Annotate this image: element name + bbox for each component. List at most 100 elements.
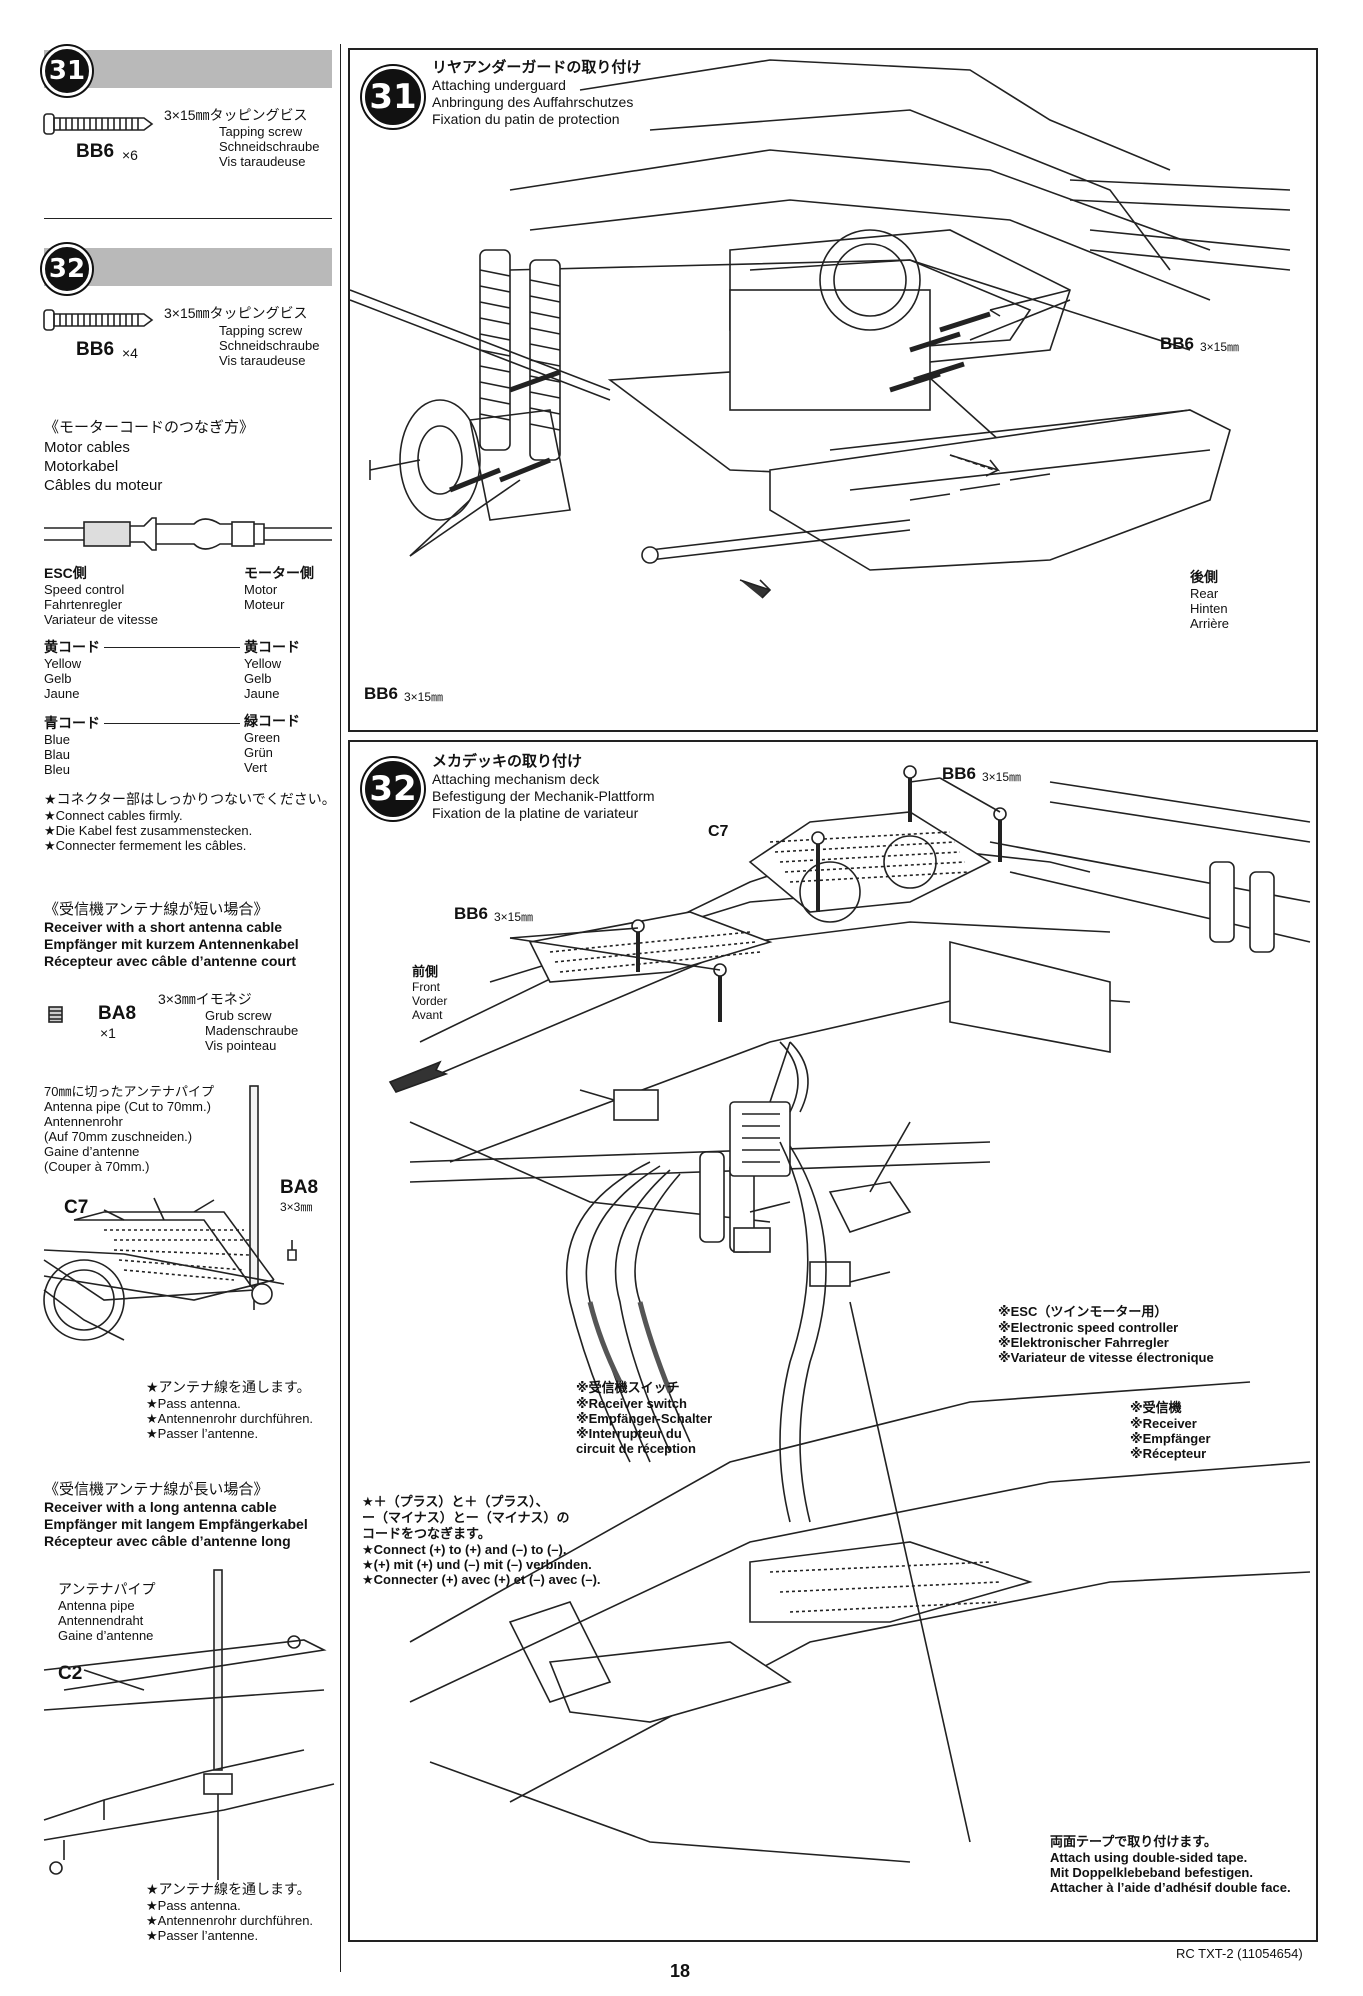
motor-note-de: ★Die Kabel fest zusammenstecken. [44, 823, 253, 838]
yellow-cord-de-left: Gelb [44, 671, 72, 686]
motor-title-fr: Câbles du moteur [44, 477, 163, 494]
motor-title-en: Motor cables [44, 439, 130, 456]
divider [44, 218, 332, 219]
step32-badge: 32 [42, 244, 92, 294]
panel32-title-fr: Fixation de la platine de variateur [432, 805, 639, 821]
tape-note-de: Mit Doppelklebeband befestigen. [1050, 1865, 1253, 1880]
panel32-title-de: Befestigung der Mechanik-Plattform [432, 788, 655, 804]
grub-screw-fr: Vis pointeau [205, 1038, 277, 1053]
blue-cord-jp: 青コード [44, 715, 100, 731]
panel32-front-jp: 前側 [412, 964, 439, 979]
leader-line [104, 723, 240, 724]
grub-screw-icon [48, 1006, 63, 1023]
pass-antenna-jp-1: ★アンテナ線を通します。 [146, 1379, 311, 1395]
mechanism-deck-illustration [388, 765, 1311, 1863]
panel31-bb6-bottom-size: 3×15㎜ [404, 690, 444, 704]
tape-note-jp: 両面テープで取り付けます。 [1050, 1834, 1217, 1849]
panel31-rear-jp: 後側 [1190, 569, 1218, 585]
step32-header-bar [44, 248, 332, 286]
connect-note-en: ★Connect (+) to (+) and (–) to (–). [362, 1542, 567, 1557]
receiver-callout-jp: ※受信機 [1130, 1400, 1182, 1415]
switch-callout-de: ※Empfänger-Schalter [576, 1411, 713, 1426]
panel32-front-en: Front [412, 980, 441, 994]
long-pipe-en: Antenna pipe [58, 1598, 135, 1613]
motor-note-en: ★Connect cables firmly. [44, 808, 183, 823]
antenna-pipe-de1: Antennenrohr [44, 1114, 123, 1129]
step31-part-qty: ×6 [122, 147, 138, 163]
ba8-callout: BA8 [280, 1177, 319, 1198]
green-cord-jp: 緑コード [244, 713, 300, 729]
esc-callout-de: ※Elektronischer Fahrregler [998, 1335, 1169, 1350]
panel31-bb6-right-size: 3×15㎜ [1200, 340, 1240, 354]
panel-step32: 32 メカデッキの取り付け Attaching mechanism deck B… [348, 740, 1318, 1942]
panel31-rear-fr: Arrière [1190, 616, 1230, 631]
leader-line [104, 647, 240, 648]
panel31-title-fr: Fixation du patin de protection [432, 111, 620, 127]
tape-note-fr: Attacher à l’aide d’adhésif double face. [1050, 1880, 1291, 1895]
panel31-title-jp: リヤアンダーガードの取り付け [432, 59, 642, 76]
step32-screw-fr: Vis taraudeuse [219, 353, 306, 368]
yellow-cord-en-right: Yellow [244, 656, 282, 671]
motor-note-fr: ★Connecter fermement les câbles. [44, 838, 247, 853]
yellow-cord-de-right: Gelb [244, 671, 272, 686]
long-antenna-title-jp: 《受信機アンテナ線が長い場合》 [44, 1481, 269, 1498]
esc-callout-jp: ※ESC（ツインモーター用） [998, 1304, 1168, 1319]
panel31-title-de: Anbringung des Auffahrschutzes [432, 94, 634, 110]
motor-connector-illustration [44, 517, 332, 551]
connect-note-jp2: ー（マイナス）とー（マイナス）の [362, 1510, 570, 1525]
motor-motor-en: Motor [244, 582, 278, 597]
long-pipe-fr: Gaine d’antenne [58, 1628, 154, 1643]
pass-antenna-de-2: ★Antennenrohr durchführen. [146, 1913, 314, 1928]
panel32-bb6-left: BB6 [454, 904, 489, 923]
switch-callout-en: ※Receiver switch [576, 1396, 687, 1411]
motor-esc-fr: Variateur de vitesse [44, 612, 158, 627]
panel32-front-fr: Avant [412, 1008, 443, 1022]
long-antenna-title-fr: Récepteur avec câble d’antenne long [44, 1533, 291, 1549]
panel31-bb6-bottom: BB6 [364, 684, 399, 703]
panel31-title-en: Attaching underguard [432, 77, 566, 93]
motor-esc-en: Speed control [44, 582, 125, 597]
panel31-rear-de: Hinten [1190, 601, 1228, 616]
long-antenna-title-en: Receiver with a long antenna cable [44, 1499, 277, 1515]
pass-antenna-fr-1: ★Passer l’antenne. [146, 1426, 259, 1441]
panel32-bb6-top: BB6 [942, 764, 977, 783]
switch-callout-fr1: ※Interrupteur du [576, 1426, 682, 1441]
receiver-callout-fr: ※Récepteur [1130, 1446, 1207, 1461]
yellow-cord-fr-right: Jaune [244, 686, 280, 701]
panel32-bb6-left-size: 3×15㎜ [494, 910, 534, 924]
yellow-cord-en-left: Yellow [44, 656, 82, 671]
receiver-callout-de: ※Empfänger [1130, 1431, 1211, 1446]
connect-note-jp1: ★＋（プラス）と＋（プラス）、 [362, 1494, 549, 1509]
step32-screw-jp: 3×15㎜タッピングビス [164, 305, 308, 321]
short-antenna-title-de: Empfänger mit kurzem Antennenkabel [44, 936, 299, 952]
grub-screw-de: Madenschraube [205, 1023, 299, 1038]
tape-note-en: Attach using double-sided tape. [1050, 1850, 1248, 1865]
ba8-callout-size: 3×3㎜ [280, 1200, 313, 1214]
panel32-front-de: Vorder [412, 994, 448, 1008]
step31-header-bar [44, 50, 332, 88]
switch-callout-jp: ※受信機スイッチ [576, 1380, 680, 1395]
antenna-pipe-en: Antenna pipe (Cut to 70mm.) [44, 1099, 211, 1114]
pass-antenna-en-1: ★Pass antenna. [146, 1396, 241, 1411]
panel32-badge: 32 [362, 758, 424, 820]
short-antenna-title-en: Receiver with a short antenna cable [44, 919, 283, 935]
blue-cord-de: Blau [44, 747, 71, 762]
short-antenna-title-fr: Récepteur avec câble d’antenne court [44, 953, 297, 969]
tapping-screw-icon [43, 309, 154, 331]
connect-note-de: ★(+) mit (+) und (–) mit (–) verbinden. [362, 1557, 592, 1572]
motor-esc-de: Fahrtenregler [44, 597, 123, 612]
esc-callout-fr: ※Variateur de vitesse électronique [998, 1350, 1214, 1365]
panel31-rear-en: Rear [1190, 586, 1219, 601]
pass-antenna-fr-2: ★Passer l’antenne. [146, 1928, 259, 1943]
antenna-pipe-fr2: (Couper à 70mm.) [44, 1159, 150, 1174]
antenna-pipe-jp: 70㎜に切ったアンテナパイプ [44, 1084, 214, 1099]
receiver-callout-en: ※Receiver [1130, 1416, 1197, 1431]
step32-part-qty: ×4 [122, 345, 138, 361]
column-divider [340, 44, 341, 1972]
long-pipe-jp: アンテナパイプ [58, 1581, 156, 1597]
green-cord-en: Green [244, 730, 281, 745]
esc-callout-en: ※Electronic speed controller [998, 1320, 1179, 1335]
motor-note-jp: ★コネクター部はしっかりつないでください。 [44, 791, 336, 807]
front-arrow-icon [388, 1060, 449, 1093]
page-number: 18 [670, 1961, 691, 1981]
